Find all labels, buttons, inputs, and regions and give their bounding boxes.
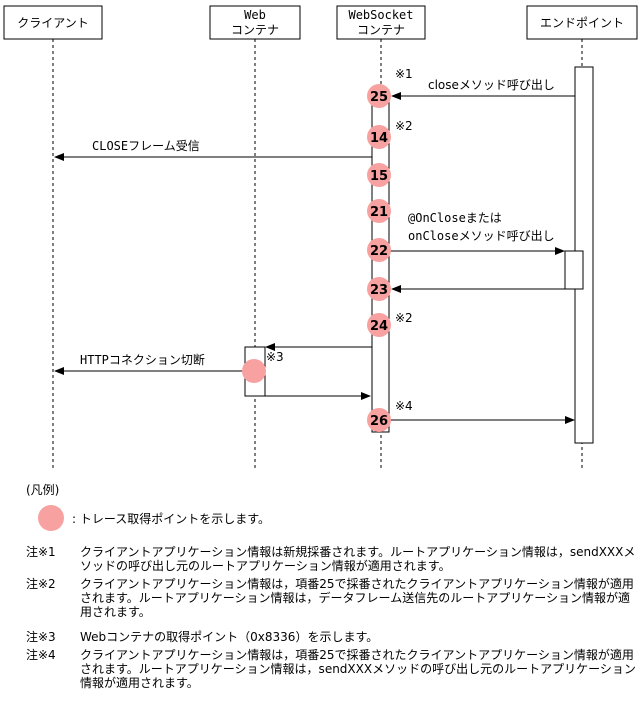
participant-endpoint: エンドポイント	[526, 5, 638, 40]
onclose-label-line2: onCloseメソッド呼び出し	[408, 229, 555, 243]
websocket-container-label-line2: コンテナ	[357, 23, 405, 37]
marker-note-4: ※4	[395, 399, 413, 413]
trace-point-15: 15	[367, 163, 391, 187]
trace-point-24: 24	[367, 313, 391, 337]
close-call-label: closeメソッド呼び出し	[428, 78, 555, 92]
websocket-container-label-line1: WebSocket	[348, 8, 413, 22]
onclose-label-line1: @OnCloseまたは	[408, 211, 502, 225]
note-3-id: 注※3	[26, 630, 56, 644]
legend-trace-point-icon	[38, 505, 64, 531]
legend-text: : トレース取得ポイントを示します。	[72, 512, 271, 526]
sequence-diagram: クライアント Web コンテナ WebSocket コンテナ エンドポイント c…	[3, 5, 638, 470]
close-frame-label: CLOSEフレーム受信	[92, 139, 200, 153]
endpoint-label: エンドポイント	[540, 16, 624, 30]
participant-websocket-container: WebSocket コンテナ	[336, 5, 426, 40]
svg-text:26: 26	[370, 414, 388, 429]
svg-text:25: 25	[370, 90, 388, 105]
svg-text:22: 22	[370, 244, 388, 259]
marker-note-2a: ※2	[395, 119, 413, 133]
note-2-id: 注※2	[26, 577, 56, 591]
http-cut-label: HTTPコネクション切断	[80, 352, 205, 367]
endpoint-activation-bar-sub	[564, 250, 584, 290]
svg-text:14: 14	[370, 131, 388, 146]
trace-point-21: 21	[367, 199, 391, 223]
marker-note-3: ※3	[266, 350, 284, 364]
trace-point-14: 14	[367, 125, 391, 149]
note-3-text: Webコンテナの取得ポイント（0x8336）を示します。	[80, 630, 379, 644]
legend-label: (凡例)	[26, 483, 60, 497]
svg-text:24: 24	[370, 319, 388, 334]
web-container-label-line2: コンテナ	[231, 23, 279, 37]
marker-note-1: ※1	[395, 67, 413, 81]
trace-point-25: 25	[367, 84, 391, 108]
participant-client: クライアント	[3, 5, 103, 40]
trace-point-26: 26	[367, 408, 391, 432]
web-container-label-line1: Web	[244, 8, 266, 22]
note-1-text: クライアントアプリケーション情報は新規採番されます。ルートアプリケーション情報は…	[80, 545, 636, 573]
trace-point-23: 23	[367, 277, 391, 301]
trace-point-web-container	[242, 359, 266, 383]
note-1-id: 注※1	[26, 545, 56, 559]
note-2-text: クライアントアプリケーション情報は，項番25で採番されたクライアントアプリケーシ…	[80, 577, 634, 619]
participant-web-container: Web コンテナ	[209, 5, 301, 40]
trace-point-22: 22	[367, 238, 391, 262]
svg-text:15: 15	[370, 169, 388, 184]
note-4-id: 注※4	[26, 648, 56, 662]
note-4-text: クライアントアプリケーション情報は，項番25で採番されたクライアントアプリケーシ…	[80, 648, 636, 690]
client-label: クライアント	[17, 16, 89, 30]
svg-text:21: 21	[370, 205, 388, 220]
svg-text:23: 23	[370, 283, 388, 298]
marker-note-2b: ※2	[395, 311, 413, 325]
